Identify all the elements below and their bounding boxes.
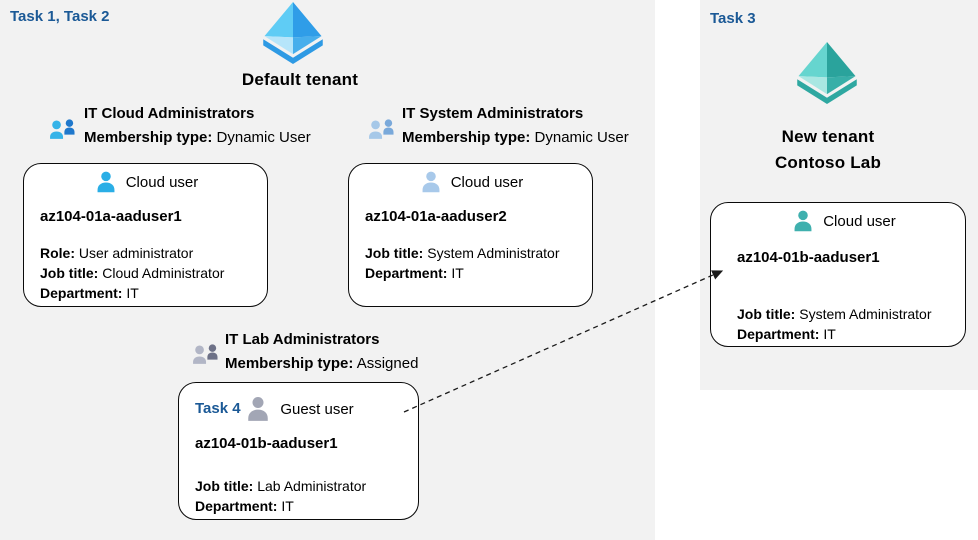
user-type-label: Cloud user	[450, 173, 524, 191]
group-membership: Membership type: Dynamic User	[84, 129, 311, 146]
user-card-aaduser1b-newtenant: Cloud user az104-01b-aaduser1 Job title:…	[710, 202, 966, 347]
user-details: Job title: Lab Administrator Department:…	[193, 476, 404, 516]
new-tenant-title: New tenant Contoso Lab	[712, 124, 944, 176]
user-details: Job title: System Administrator Departme…	[735, 304, 951, 344]
guest-user-card-aaduser1b: Task 4 Guest user az104-01b-aaduser1 Job…	[178, 382, 419, 520]
default-tenant-azure-ad-icon	[259, 2, 327, 64]
group-people-icon-lab-admins	[188, 339, 220, 367]
group-header-lab-admins: IT Lab Administrators Membership type: A…	[225, 328, 418, 376]
group-name: IT System Administrators	[402, 105, 584, 122]
cloud-user-icon	[422, 171, 440, 193]
task-1-2-label: Task 1, Task 2	[10, 8, 110, 25]
user-department-line: Department: IT	[195, 498, 294, 514]
user-name: az104-01b-aaduser1	[737, 249, 880, 266]
user-role-line: Role: User administrator	[40, 245, 194, 261]
user-name: az104-01b-aaduser1	[195, 435, 338, 452]
user-card-header: Cloud user	[38, 168, 253, 196]
task-4-label: Task 4	[195, 400, 241, 417]
task-3-label: Task 3	[710, 10, 756, 27]
new-tenant-azure-ad-icon	[792, 42, 862, 104]
group-name: IT Lab Administrators	[225, 331, 380, 348]
user-type-label: Guest user	[280, 400, 354, 418]
user-card-header: Cloud user	[363, 168, 578, 196]
group-name: IT Cloud Administrators	[84, 105, 255, 122]
group-membership: Membership type: Dynamic User	[402, 129, 629, 146]
group-membership: Membership type: Assigned	[225, 355, 419, 372]
user-card-aaduser1: Cloud user az104-01a-aaduser1 Role: User…	[23, 163, 268, 307]
user-department-line: Department: IT	[40, 285, 139, 301]
user-jobtitle-line: Job title: System Administrator	[737, 306, 932, 322]
default-tenant-title: Default tenant	[241, 70, 359, 89]
guest-user-icon	[248, 397, 269, 421]
user-card-header: Guest user	[193, 395, 404, 423]
user-jobtitle-line: Job title: Cloud Administrator	[40, 265, 225, 281]
new-tenant-title-line1: New tenant	[781, 127, 875, 146]
azure-ad-diamond-icon	[263, 2, 323, 64]
user-name: az104-01a-aaduser2	[365, 208, 507, 225]
user-department-line: Department: IT	[365, 265, 464, 281]
cloud-user-icon	[794, 210, 812, 232]
group-people-icon-cloud-admins	[45, 114, 77, 142]
user-jobtitle-line: Job title: System Administrator	[365, 245, 560, 261]
user-type-label: Cloud user	[125, 173, 199, 191]
user-department-line: Department: IT	[737, 326, 836, 342]
user-card-header: Cloud user	[735, 207, 951, 235]
group-people-icon-system-admins	[364, 114, 396, 142]
user-jobtitle-line: Job title: Lab Administrator	[195, 478, 367, 494]
azure-ad-diamond-icon-teal	[797, 42, 857, 104]
user-card-aaduser2: Cloud user az104-01a-aaduser2 Job title:…	[348, 163, 593, 307]
cloud-user-icon	[97, 171, 115, 193]
user-details: Role: User administrator Job title: Clou…	[38, 243, 253, 303]
new-tenant-title-line2: Contoso Lab	[774, 153, 882, 172]
user-details: Job title: System Administrator Departme…	[363, 243, 578, 283]
user-name: az104-01a-aaduser1	[40, 208, 182, 225]
user-type-label: Cloud user	[823, 212, 896, 230]
group-header-cloud-admins: IT Cloud Administrators Membership type:…	[84, 102, 311, 150]
group-header-system-admins: IT System Administrators Membership type…	[402, 102, 629, 150]
